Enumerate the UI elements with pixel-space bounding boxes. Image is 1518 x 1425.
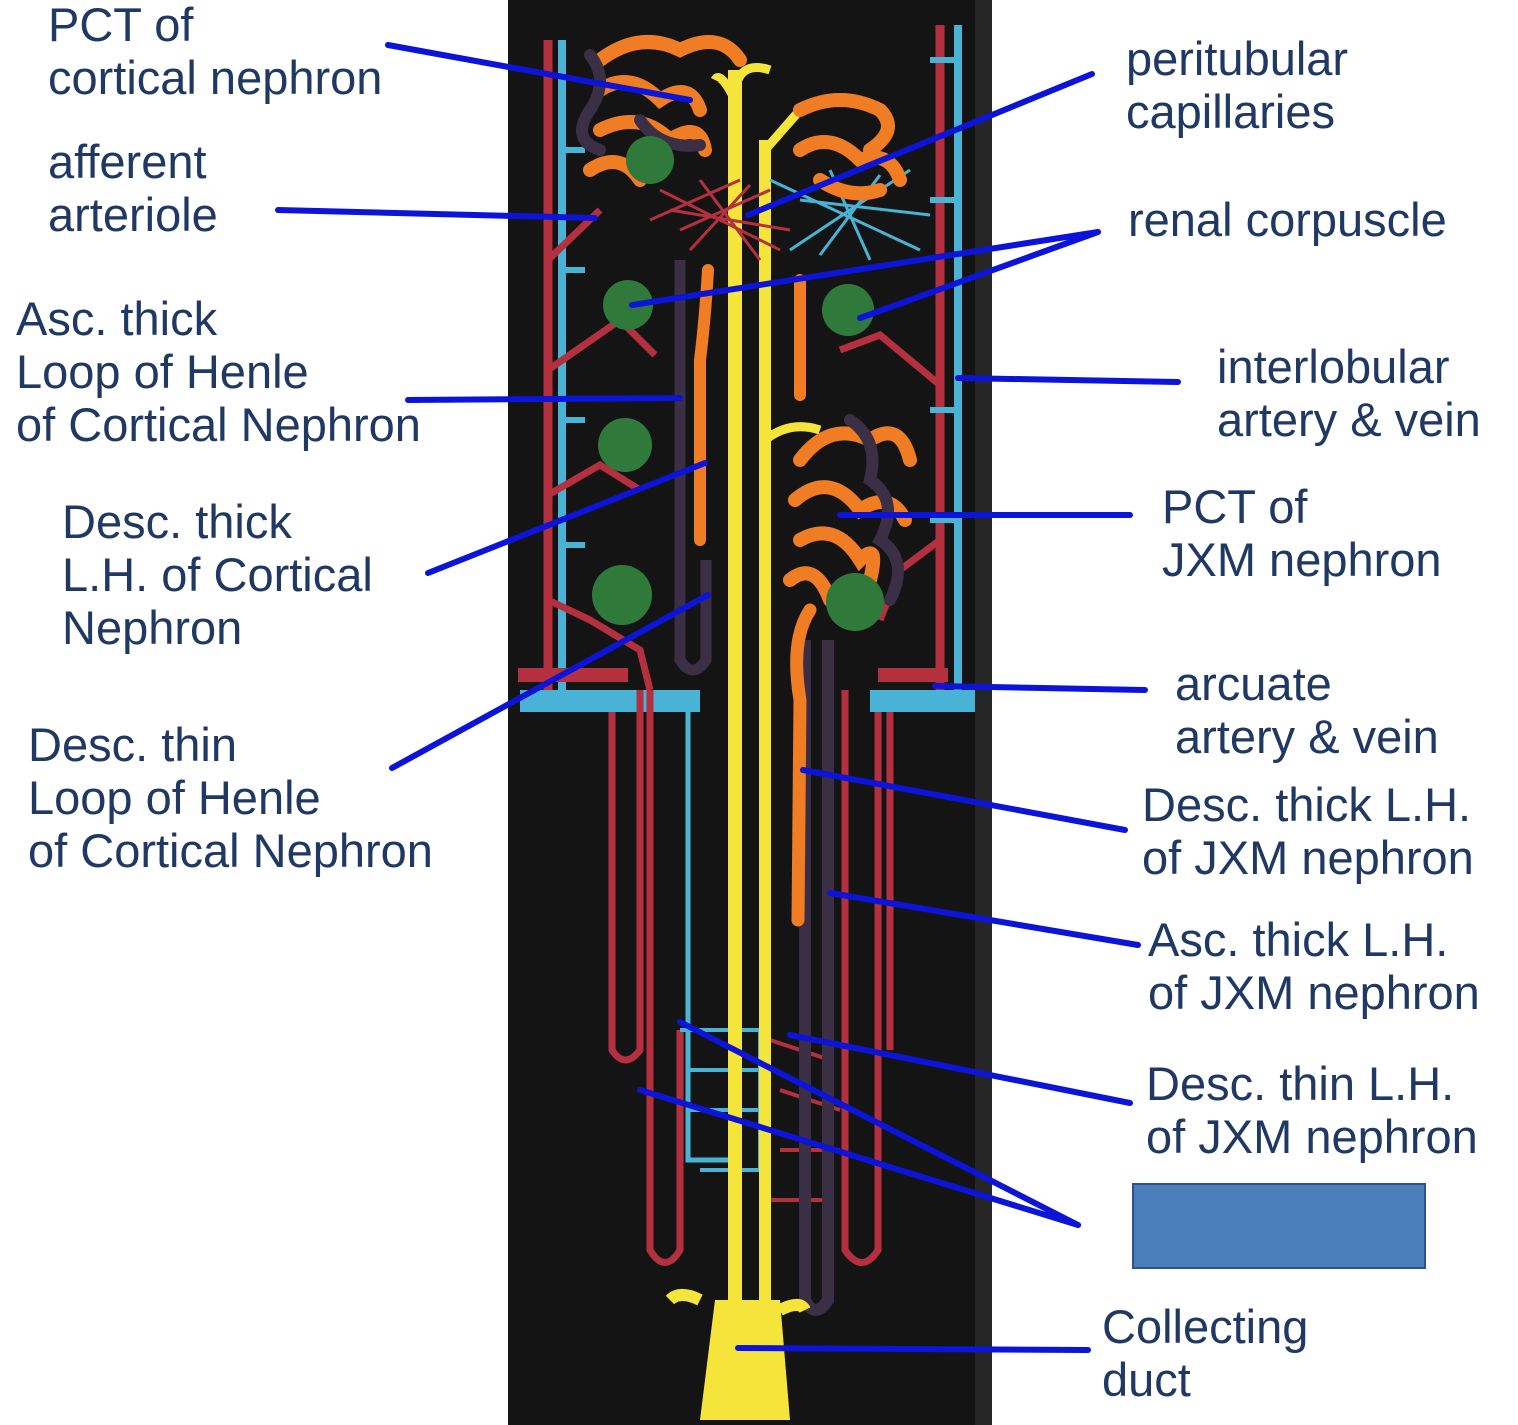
label-line: cortical nephron	[48, 51, 382, 104]
label-line: Desc. thick	[62, 495, 373, 548]
label-line: arcuate	[1175, 657, 1439, 710]
hidden-answer-box[interactable]	[1132, 1183, 1426, 1269]
label-asc-thick-jxm: Asc. thick L.H. of JXM nephron	[1148, 913, 1480, 1019]
left-arcuate-vein	[520, 690, 700, 712]
label-line: L.H. of Cortical	[62, 548, 373, 601]
leader-arcuate	[935, 686, 1145, 690]
label-line: PCT of	[48, 0, 382, 51]
label-desc-thin-cortical: Desc. thin Loop of Henle of Cortical Nep…	[28, 718, 433, 877]
label-asc-thick-cortical: Asc. thick Loop of Henle of Cortical Nep…	[16, 292, 421, 451]
label-desc-thick-cortical: Desc. thick L.H. of Cortical Nephron	[62, 495, 373, 654]
label-desc-thin-jxm: Desc. thin L.H. of JXM nephron	[1146, 1057, 1478, 1163]
label-line: JXM nephron	[1162, 533, 1442, 586]
label-line: Loop of Henle	[16, 345, 421, 398]
label-line: artery & vein	[1175, 710, 1439, 763]
label-line: interlobular	[1217, 340, 1481, 393]
label-line: arteriole	[48, 188, 218, 241]
label-peritubular-capillaries: peritubular capillaries	[1126, 32, 1348, 138]
glomerulus-6	[826, 573, 884, 631]
label-renal-corpuscle: renal corpuscle	[1128, 193, 1447, 246]
label-line: of Cortical Nephron	[28, 824, 433, 877]
label-line: capillaries	[1126, 85, 1348, 138]
glomerulus-1	[626, 136, 674, 184]
label-line: Asc. thick L.H.	[1148, 913, 1480, 966]
glomerulus-3	[598, 418, 652, 472]
label-line: Loop of Henle	[28, 771, 433, 824]
label-line: Desc. thick L.H.	[1142, 778, 1474, 831]
glomerulus-5	[822, 284, 874, 336]
leader-interlobular	[958, 378, 1178, 382]
label-line: PCT of	[1162, 480, 1442, 533]
label-line: of JXM nephron	[1148, 966, 1480, 1019]
label-line: of JXM nephron	[1142, 831, 1474, 884]
label-interlobular: interlobular artery & vein	[1217, 340, 1481, 446]
label-pct-jxm: PCT of JXM nephron	[1162, 480, 1442, 586]
label-line: Asc. thick	[16, 292, 421, 345]
label-line: renal corpuscle	[1128, 193, 1447, 246]
label-line: Collecting	[1102, 1300, 1308, 1353]
label-pct-cortical: PCT of cortical nephron	[48, 0, 382, 104]
label-line: Nephron	[62, 601, 373, 654]
label-line: duct	[1102, 1353, 1308, 1406]
label-desc-thick-jxm: Desc. thick L.H. of JXM nephron	[1142, 778, 1474, 884]
label-line: peritubular	[1126, 32, 1348, 85]
leader-asc-thick-cortical	[408, 398, 680, 400]
label-afferent-arteriole: afferent arteriole	[48, 135, 218, 241]
label-collecting-duct: Collecting duct	[1102, 1300, 1308, 1406]
label-line: Desc. thin L.H.	[1146, 1057, 1478, 1110]
right-arcuate-vein	[870, 690, 975, 712]
leader-collecting-duct	[738, 1348, 1088, 1350]
label-line: of JXM nephron	[1146, 1110, 1478, 1163]
label-arcuate: arcuate artery & vein	[1175, 657, 1439, 763]
glomerulus-4	[592, 565, 652, 625]
label-line: afferent	[48, 135, 218, 188]
label-line: artery & vein	[1217, 393, 1481, 446]
label-line: of Cortical Nephron	[16, 398, 421, 451]
label-line: Desc. thin	[28, 718, 433, 771]
